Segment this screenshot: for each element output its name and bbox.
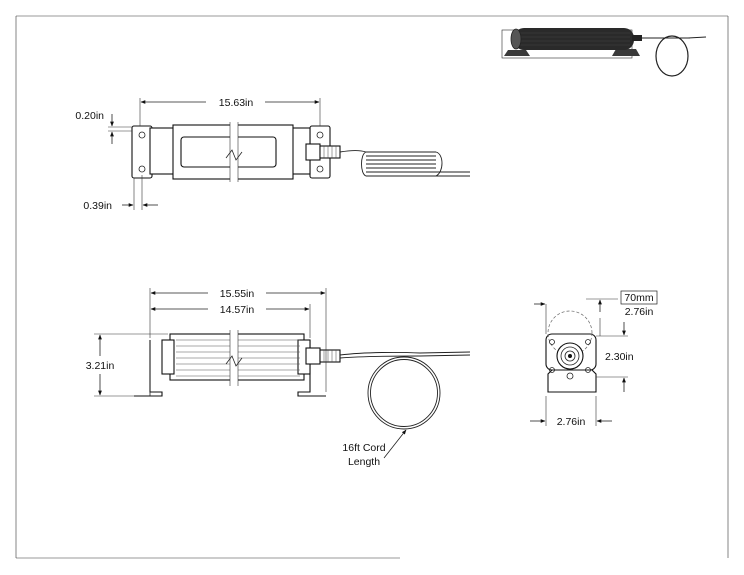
product-photo: [501, 28, 707, 77]
dim-end-width: 2.76in: [557, 416, 586, 428]
dim-hole-offset: 0.39in: [83, 200, 112, 212]
side-view-cord: [339, 351, 471, 430]
dim-top-overall-length: 15.63in: [219, 97, 254, 109]
top-view: 15.63in 0.20in 0.39in: [75, 97, 470, 212]
cord-length-note-line1: 16ft Cord: [342, 442, 385, 454]
dim-flange-thickness: 0.20in: [75, 110, 104, 122]
dim-mount-metric: 70mm: [624, 292, 653, 304]
top-view-cord: [339, 150, 470, 177]
dim-end-height: 2.30in: [605, 351, 634, 363]
dim-side-height: 3.21in: [86, 360, 115, 372]
cord-length-note-line2: Length: [348, 456, 380, 468]
dim-body-length: 14.57in: [220, 304, 255, 316]
dim-mount-imperial: 2.76in: [625, 306, 654, 318]
sheet-border: [15, 15, 729, 559]
end-view: 70mm 2.76in 2.30in 2.76in: [530, 290, 658, 428]
side-view: 16ft Cord Length 15.55in 14.57in 3.21in: [86, 288, 471, 468]
dim-side-overall-length: 15.55in: [220, 288, 255, 300]
